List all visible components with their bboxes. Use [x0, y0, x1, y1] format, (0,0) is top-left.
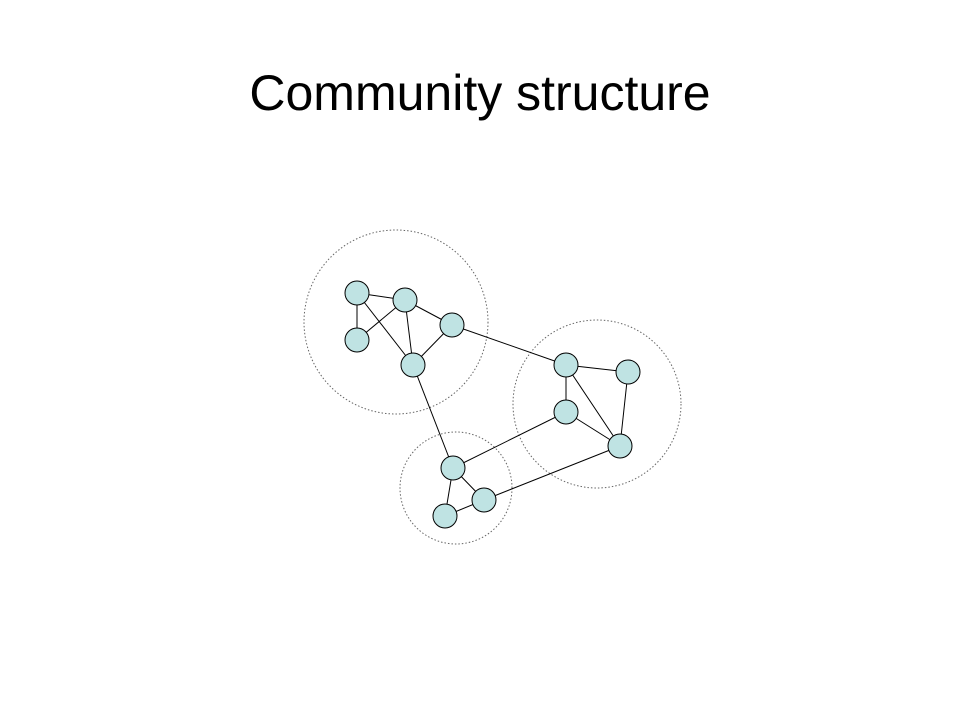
node-b3 [553, 399, 579, 425]
nodes [344, 280, 641, 529]
edge-b1-b4 [565, 364, 621, 447]
edge-b4-c2 [483, 445, 621, 501]
node-c3 [432, 503, 458, 529]
edge-a1-a5 [356, 292, 414, 366]
edge-b3-c1 [452, 411, 567, 469]
node-a3 [344, 327, 370, 353]
edges [356, 292, 629, 517]
slide-title: Community structure [249, 65, 711, 121]
community-2-outline [512, 319, 682, 489]
node-a4 [439, 312, 465, 338]
node-b4 [607, 433, 633, 459]
community-circles [303, 229, 682, 545]
community-3-outline [399, 431, 513, 545]
edge-a4-b1 [451, 324, 567, 366]
node-a5 [400, 352, 426, 378]
community-1-outline [303, 229, 489, 415]
node-b1 [553, 352, 579, 378]
node-c2 [471, 487, 497, 513]
node-c1 [440, 455, 466, 481]
node-a2 [392, 287, 418, 313]
node-a1 [344, 280, 370, 306]
edge-a5-c1 [412, 364, 454, 469]
node-b2 [615, 359, 641, 385]
